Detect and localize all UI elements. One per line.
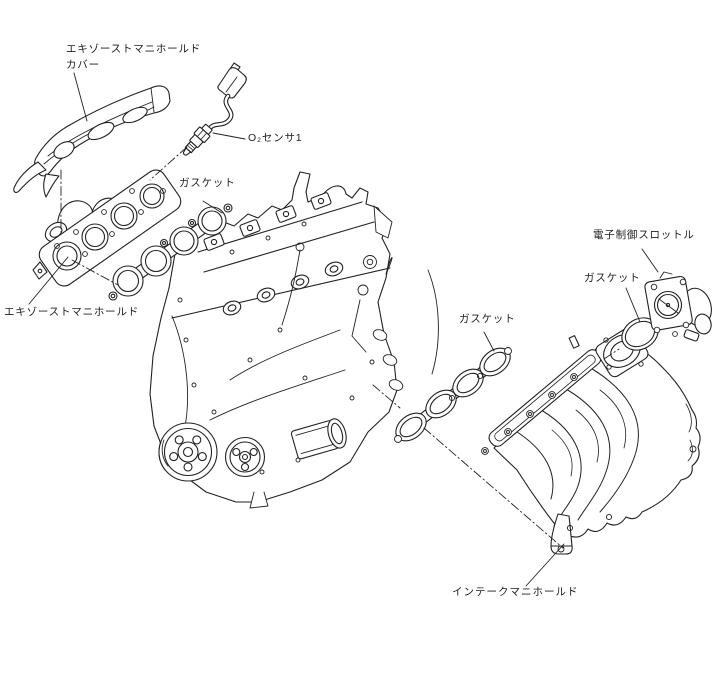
assembly-centerlines <box>60 146 620 549</box>
exhaust-manifold-cover-drawing <box>13 85 171 198</box>
ignition-coils <box>203 192 332 251</box>
label-exhaust-manifold-cover-line1: エキゾーストマニホールド <box>66 43 202 55</box>
label-exhaust-manifold-cover-line2: カバー <box>66 58 100 71</box>
crank-pulley <box>158 422 218 482</box>
leader-exhaust-gasket <box>202 200 223 214</box>
intake-manifold-drawing <box>481 326 701 555</box>
label-exhaust-manifold-cover: エキゾーストマニホールド カバー <box>66 42 201 73</box>
leader-intake-gasket <box>483 331 495 352</box>
leader-exhaust-manifold-cover <box>73 72 88 122</box>
o2-sensor-drawing <box>182 62 247 156</box>
oil-filter <box>290 418 347 460</box>
label-intake-manifold: インテークマニホールド <box>452 586 579 598</box>
leader-o2-sensor <box>212 132 246 140</box>
label-exhaust-manifold: エキゾーストマニホールド <box>4 306 140 318</box>
throttle-body-drawing <box>644 271 712 342</box>
leader-electronic-throttle <box>641 248 659 273</box>
exhaust-manifold-drawing <box>32 169 182 287</box>
leader-exhaust-manifold <box>28 256 69 305</box>
label-throttle-gasket: ガスケット <box>584 272 641 284</box>
label-exhaust-gasket: ガスケット <box>179 177 236 189</box>
centerline-o2-sensor <box>149 146 188 181</box>
head-exhaust-ports <box>222 261 344 316</box>
label-intake-gasket: ガスケット <box>459 313 516 325</box>
centerline-intake-manifold <box>423 427 564 549</box>
centerline-throttle <box>603 348 620 360</box>
leader-lines <box>28 72 659 587</box>
leader-intake-manifold <box>525 543 565 587</box>
leader-throttle-gasket <box>625 287 641 323</box>
intake-gasket-drawing <box>394 347 512 443</box>
label-o2-sensor: O₂センサ1 <box>248 132 303 144</box>
water-pump-pulley <box>224 436 266 478</box>
engine-assembly-drawing <box>149 171 439 509</box>
exhaust-gasket-drawing <box>108 203 233 301</box>
centerline-exhaust-gasket <box>71 259 119 286</box>
label-electronic-throttle: 電子制御スロットル <box>593 229 695 241</box>
centerline-intake-gasket <box>372 384 401 409</box>
